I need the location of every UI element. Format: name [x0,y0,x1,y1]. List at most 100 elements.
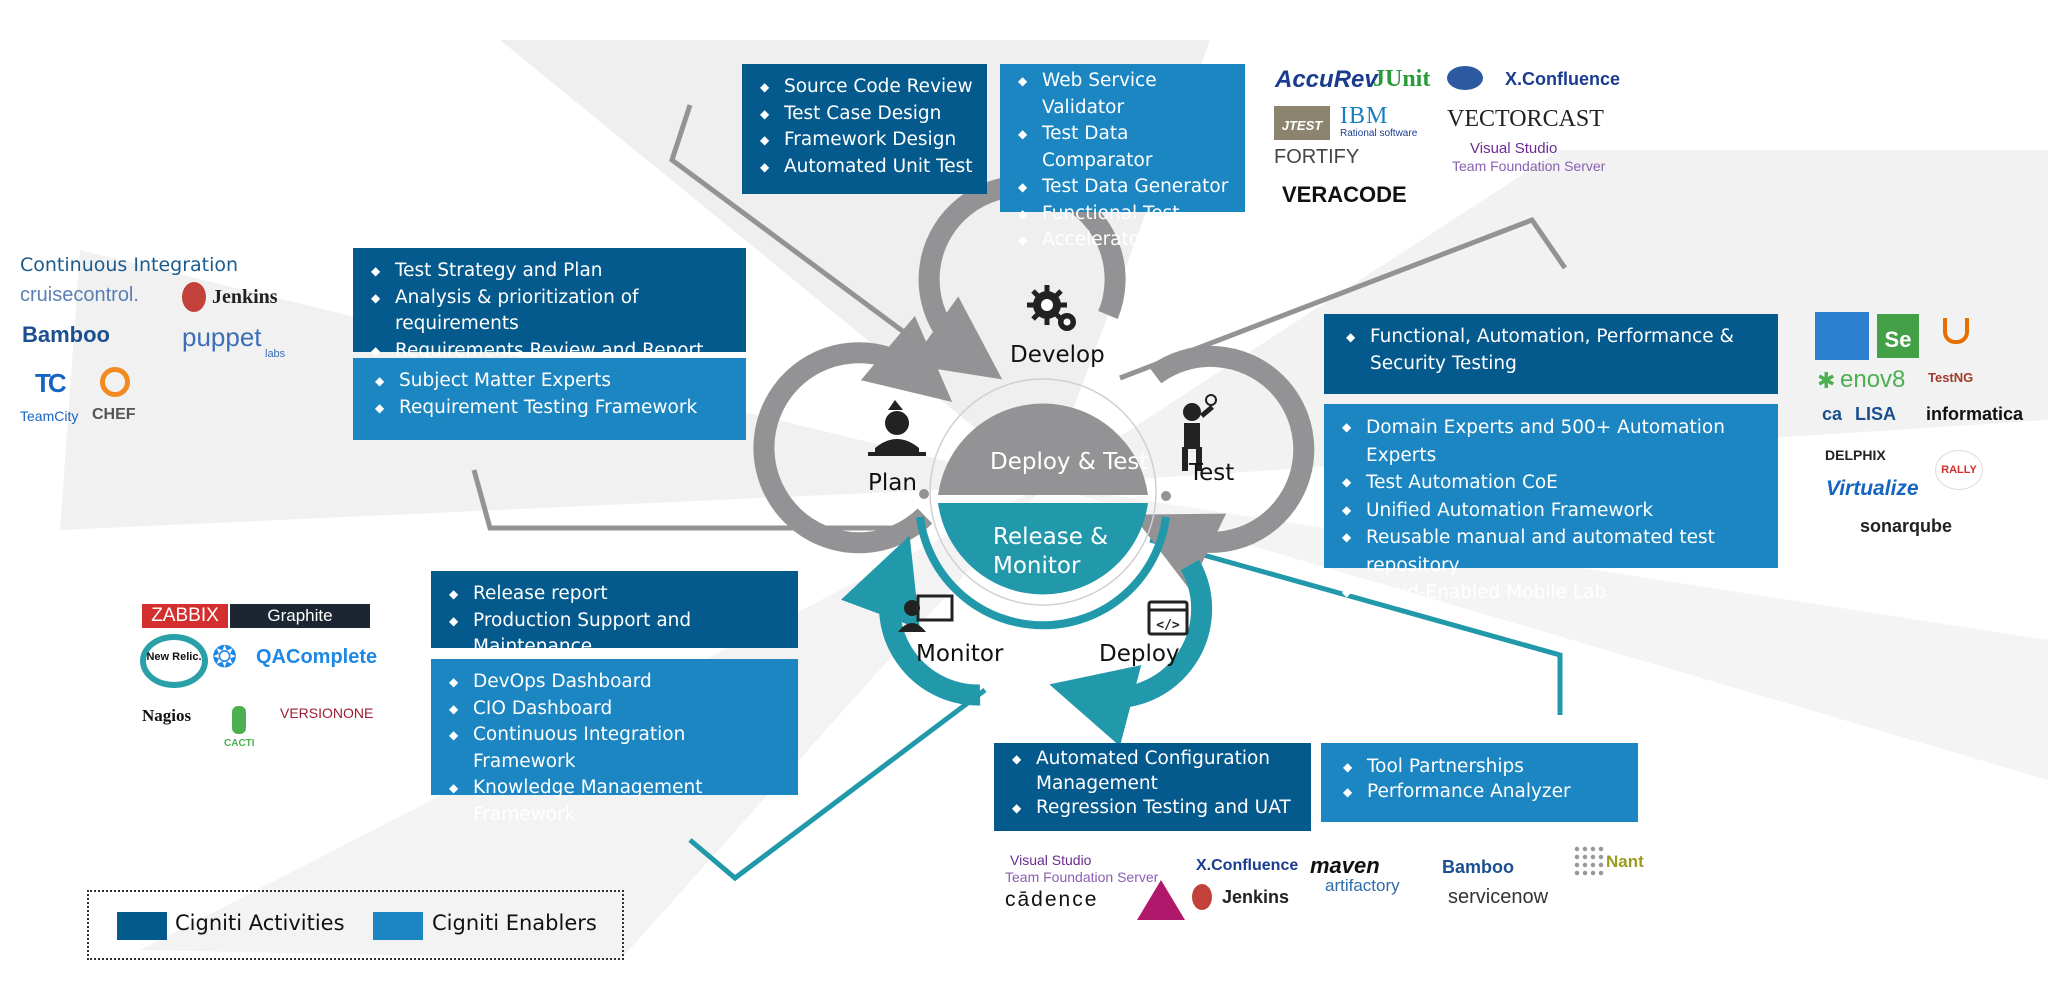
list-item: Requirement Testing Framework [375,395,732,422]
release-label: Release & [993,524,1109,550]
enov8-star-icon: ✱ [1817,368,1836,393]
list-item: Test Case Design [760,101,973,128]
graphite-logo: Graphite [230,604,370,628]
jenkins-avatar-icon [182,282,206,312]
xconfluence-logo-deploy: X.Confluence [1196,857,1299,874]
ci-title: Continuous Integration [20,254,239,276]
legend-activities-swatch [117,912,167,940]
monitor-enablers-box: DevOps DashboardCIO DashboardContinuous … [431,659,798,825]
svg-text:</>: </> [1156,618,1180,633]
chef-ring-icon [100,367,130,397]
selenium-logo: Se [1877,314,1919,358]
sonarqube-logo: sonarqube [1860,516,1953,536]
jtest-logo: JTEST [1274,106,1330,140]
monitor-activities-box: Release reportProduction Support and Mai… [431,571,798,657]
list-item: Automated Configuration Management [1012,747,1297,796]
list-item: Domain Experts and 500+ Automation Exper… [1342,414,1764,469]
list-item: Source Code Review [760,74,973,101]
list-item: Accelerator [1018,227,1231,254]
stage-deploy: Deploy [1099,641,1180,667]
legend: Cigniti Activities Cigniti Enablers [87,890,624,960]
legend-enablers-swatch [373,912,423,940]
deploy-enablers-list: Tool PartnershipsPerformance Analyzer [1343,755,1624,804]
plan-activities-list: Test Strategy and PlanAnalysis & priorit… [371,258,732,364]
list-item: Test Data Generator [1018,174,1231,201]
list-item: Cloud-Enabled Mobile Lab [1342,579,1764,607]
artifactory-logo: artifactory [1325,876,1400,895]
legend-enablers-label: Cigniti Enablers [432,911,597,935]
mobile-tool-icon [1815,312,1869,360]
newrelic-logo: New Relic. [140,634,208,688]
list-item: CIO Dashboard [449,696,784,723]
qacomplete-icon: ❂ [212,641,238,674]
mountain-icon [1137,880,1185,920]
jenkins-avatar-icon-deploy [1192,884,1212,910]
list-item: Regression Testing and UAT [1012,796,1297,821]
visual-studio-logo-deploy: Visual Studio [1010,852,1092,868]
cadence-logo: cādence [1005,888,1099,911]
rally-logo: RALLY [1935,450,1983,490]
delphix-logo: DELPHIX [1825,447,1886,463]
chef-logo: CHEF [92,406,136,423]
stage-plan: Plan [868,470,917,496]
bamboo-logo: Bamboo [22,322,110,347]
test-arrow [1132,345,1315,590]
develop-enablers-box: Web Service ValidatorTest Data Comparato… [1000,64,1245,253]
visual-studio-logo: Visual Studio [1470,140,1558,157]
list-item: Test Strategy and Plan [371,258,732,285]
list-item: DevOps Dashboard [449,669,784,696]
veracode-logo: VERACODE [1282,182,1407,207]
list-item: Performance Analyzer [1343,780,1624,805]
test-activities-box: Functional, Automation, Performance & Se… [1324,314,1778,394]
informatica-logo: informatica [1926,404,2024,424]
nant-dots-icon [1573,845,1605,877]
deploy-test-label: Deploy & Test [990,449,1149,475]
develop-activities-list: Source Code ReviewTest Case DesignFramew… [760,74,973,180]
qacomplete-logo: QAComplete [256,646,378,668]
tfs-logo-deploy: Team Foundation Server [1005,869,1159,885]
cruisecontrol-logo: cruisecontrol. [20,284,139,306]
list-item: Test Automation CoE [1342,469,1764,497]
deploy-enablers-box: Tool PartnershipsPerformance Analyzer [1321,743,1638,822]
plan-enablers-box: Subject Matter ExpertsRequirement Testin… [353,358,746,440]
java-cup-icon [1943,318,1969,344]
deploy-activities-list: Automated Configuration ManagementRegres… [1012,747,1297,821]
jenkins-logo: Jenkins [212,286,278,308]
list-item: Knowledge Management Framework [449,775,784,828]
enov8-logo: enov8 [1840,366,1906,393]
list-item: Continuous Integration Framework [449,722,784,775]
test-enablers-list: Domain Experts and 500+ Automation Exper… [1342,414,1764,607]
versionone-logo: VERSIONONE [280,705,374,721]
monitor-center-label: Monitor [993,553,1081,579]
bamboo-logo-deploy: Bamboo [1442,857,1514,877]
jenkins-logo-deploy: Jenkins [1222,887,1290,907]
release-monitor-label: Release & Monitor [993,523,1108,581]
stage-monitor: Monitor [916,641,1004,667]
vectorcast-logo: VECTORCAST [1447,106,1604,132]
teamcity-tc-logo: TC [35,368,67,398]
list-item: Reusable manual and automated test repos… [1342,524,1764,579]
presenter-icon [898,594,954,632]
servicenow-logo: servicenow [1448,886,1549,908]
legend-activities-label: Cigniti Activities [175,911,345,935]
junit-logo: JUnit [1373,66,1431,92]
list-item: Production Support and Maintenance [449,608,784,661]
list-item: Functional Test [1018,201,1231,228]
turtle-icon [1447,66,1483,90]
cacti-logo: CACTI [224,738,255,749]
tester-icon [1182,394,1217,471]
testng-logo: TestNG [1928,370,1974,385]
list-item: Tool Partnerships [1343,755,1624,780]
monitor-activities-list: Release reportProduction Support and Mai… [449,581,784,661]
code-window-icon: </> [1147,600,1189,636]
monitor-arrow [841,535,981,706]
nagios-logo: Nagios [142,706,192,725]
stage-develop: Develop [1010,342,1105,368]
list-item: Automated Unit Test [760,154,973,181]
list-item: Unified Automation Framework [1342,497,1764,525]
lisa-logo: LISA [1855,404,1897,424]
cacti-plant-icon [232,706,246,734]
xconfluence-logo: X.Confluence [1505,69,1621,89]
teamcity-logo: TeamCity [20,408,79,424]
maven-logo: maven [1310,853,1380,878]
